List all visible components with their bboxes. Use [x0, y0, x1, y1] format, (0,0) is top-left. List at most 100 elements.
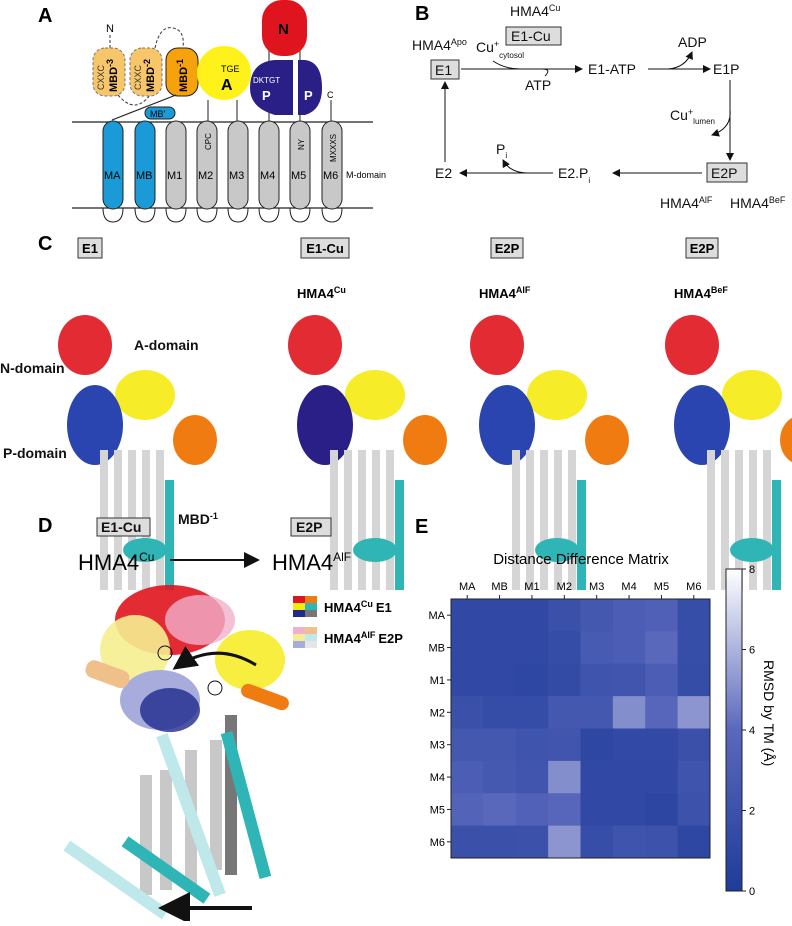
mbd-3-label: MBD-3: [105, 59, 120, 92]
p-domain-left: [250, 60, 293, 115]
heatmap-cell: [451, 760, 484, 794]
mbd-2-domain: [129, 47, 163, 97]
mbd-2-motif: CXXC: [133, 64, 143, 90]
hma4-alf-label: HMA4AlF: [660, 195, 713, 211]
heatmap-cell: [580, 825, 614, 859]
colorbar-label: RMSD by TM (Å): [761, 660, 777, 766]
colorbar-tick-label: 6: [749, 645, 755, 657]
n-terminus-label: N: [106, 23, 114, 35]
p-domain-label: P: [262, 88, 271, 103]
helix-m3: [227, 120, 249, 210]
mb-prime-label: MB': [150, 109, 166, 119]
e2p-state: E2P: [296, 519, 322, 535]
legend-swatch: [293, 634, 305, 641]
heatmap-cell: [483, 760, 517, 794]
x-tick-label: M5: [654, 581, 669, 593]
heatmap-cell: [677, 663, 711, 697]
structure-state: E2P HMA4BeF: [665, 237, 792, 590]
heatmap-cell: [483, 599, 517, 632]
mb-prime-helix: [144, 106, 176, 120]
e1-atp-state: E1-ATP: [588, 61, 636, 77]
heatmap-cell: [645, 825, 679, 859]
x-tick-label: M1: [524, 581, 539, 593]
a-domain-label: A: [221, 77, 233, 94]
e2-pi-state: E2.Pi: [558, 165, 590, 185]
heatmap-cell: [515, 728, 549, 762]
state-box-label: E2P: [690, 241, 715, 256]
construct-label: HMA4AlF: [479, 285, 531, 301]
state-box-label: E1: [82, 241, 98, 256]
construct-label: HMA4BeF: [674, 285, 728, 301]
n-domain: [262, 0, 307, 56]
heatmap-cell: [451, 599, 484, 632]
panel-letter: E: [415, 516, 428, 538]
y-tick-label: M2: [430, 707, 445, 719]
heatmap-cell: [515, 599, 549, 632]
helix-ma: [102, 120, 124, 210]
panel-letter: B: [415, 3, 429, 25]
y-tick-label: MA: [429, 610, 446, 622]
chart-title: Distance Difference Matrix: [493, 551, 669, 568]
cu-lumen: Cu+lumen: [670, 107, 715, 126]
heatmap-cell: [580, 663, 614, 697]
heatmap-cell: [612, 631, 646, 665]
e2p-state: E2P: [711, 165, 737, 181]
y-tick-label: M5: [430, 804, 445, 816]
tge-motif: TGE: [221, 64, 240, 74]
a-domain: [197, 46, 251, 100]
heatmap-cell: [677, 760, 711, 794]
heatmap-cell: [515, 663, 549, 697]
heatmap-cell: [645, 696, 679, 729]
helix-m6: [321, 120, 343, 210]
heatmap-cell: [515, 631, 549, 665]
x-tick-label: M2: [557, 581, 572, 593]
y-tick-label: M6: [430, 837, 445, 849]
panel-a: A N CXXC MBD-3 CXXC MBD-2 MBD-1 A TGE N …: [38, 0, 386, 223]
heatmap-cell: [645, 599, 679, 632]
dktgt-motif: DKTGT: [253, 76, 280, 85]
y-tick-label: M3: [430, 740, 445, 752]
structure-state: E2P HMA4AlF: [470, 237, 629, 590]
panel-letter: C: [38, 233, 52, 255]
construct-label: HMA4Cu: [297, 285, 346, 301]
heatmap-cell: [515, 760, 549, 794]
helix-label: M6: [323, 170, 338, 182]
heatmap-cell: [451, 663, 484, 697]
x-tick-label: M6: [686, 581, 701, 593]
heatmap-cell: [451, 793, 484, 827]
heatmap-cell: [483, 631, 517, 665]
x-tick-label: MB: [491, 581, 508, 593]
helix-motif: CPC: [204, 133, 213, 150]
y-tick-label: MB: [429, 643, 446, 655]
legend-swatch: [293, 610, 305, 617]
heatmap-cell: [515, 696, 549, 729]
p-domain-label: P-domain: [3, 445, 67, 461]
helix-label: MB: [136, 170, 153, 182]
heatmap-cell: [612, 825, 646, 859]
heatmap-cell: [612, 760, 646, 794]
state-box-label: E2P: [495, 241, 520, 256]
heatmap-cell: [451, 728, 484, 762]
legend-swatch: [305, 596, 317, 603]
heatmap-cell: [580, 696, 614, 729]
heatmap-cell: [483, 728, 517, 762]
colorbar: [725, 568, 743, 892]
heatmap-cell: [483, 696, 517, 729]
cu-cytosol: Cu+cytosol: [476, 39, 524, 60]
helix-label: M1: [167, 170, 182, 182]
heatmap-cell: [612, 599, 646, 632]
mbd-2-label: MBD-2: [142, 59, 157, 92]
helix-label: M5: [291, 170, 306, 182]
heatmap-cell: [548, 825, 581, 859]
heatmap-cell: [483, 825, 517, 859]
y-tick-label: M1: [430, 675, 445, 687]
heatmap-cell: [580, 760, 614, 794]
e2-state: E2: [435, 165, 452, 181]
heatmap-cell: [451, 631, 484, 665]
